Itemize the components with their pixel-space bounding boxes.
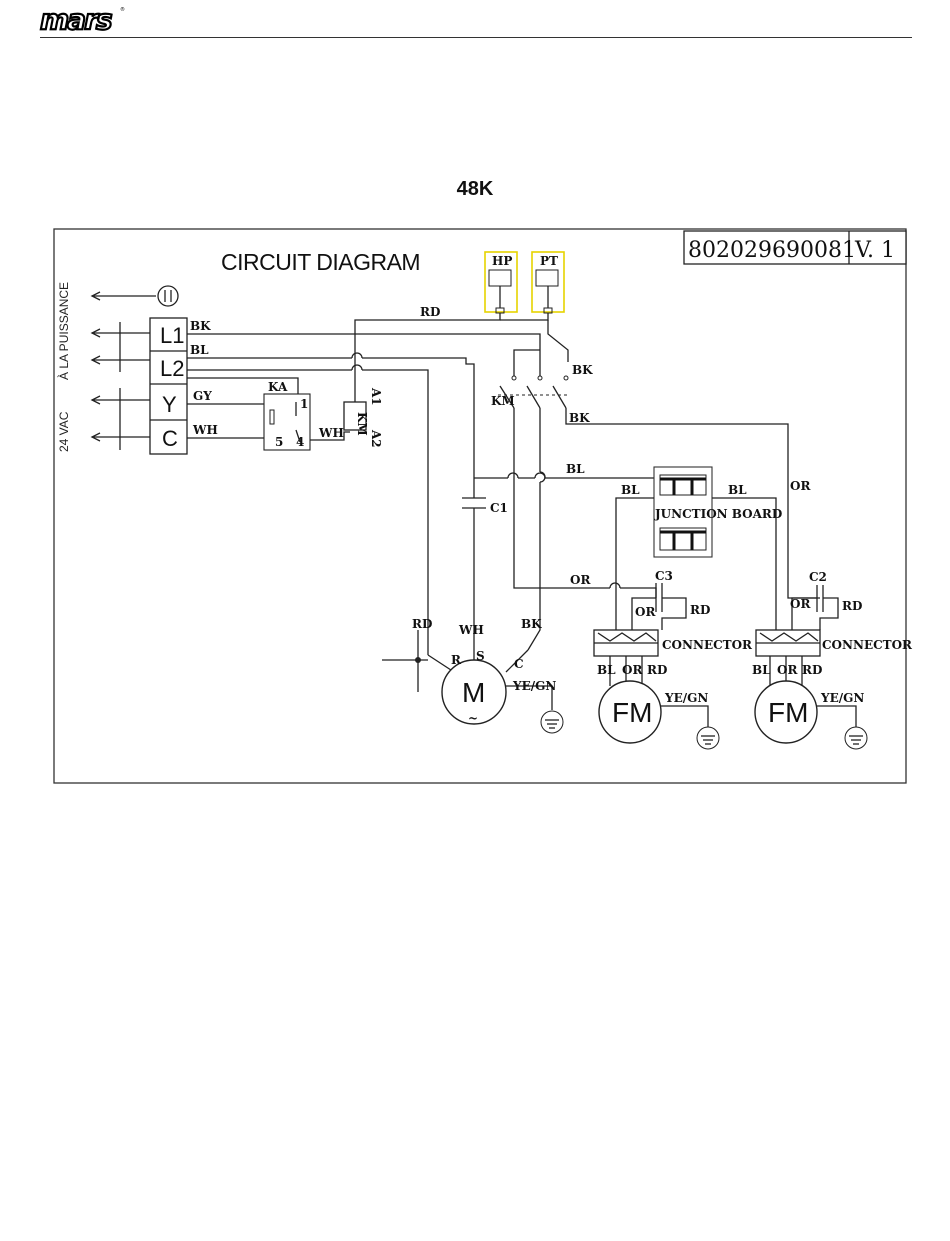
wire-m-wh: WH: [458, 623, 484, 637]
version-label: V. 1: [854, 238, 895, 263]
wire-m-rd: RD: [412, 617, 432, 631]
wire-c2-rd: RD: [842, 599, 862, 613]
wire-jb-bl-right: BL: [728, 483, 747, 497]
connector-2: CONNECTOR: [756, 630, 913, 656]
wire-fm1-or: OR: [622, 663, 643, 677]
connector-1: CONNECTOR: [594, 630, 753, 656]
contactor-coil-km: KM A1 A2: [344, 387, 383, 448]
wire-bus-bl: BL: [566, 462, 585, 476]
svg-text:PT: PT: [540, 254, 558, 268]
wire-km-bk-out: BK: [569, 411, 590, 425]
svg-text:~: ~: [468, 711, 478, 725]
wire-c3-rd: RD: [690, 603, 710, 617]
capacitor-c3: C3: [632, 569, 686, 630]
wire-m-bk: BK: [521, 617, 542, 631]
ground-arrow: [92, 286, 178, 306]
wire-y-gy: GY: [193, 389, 212, 403]
ground-symbol-compressor: [541, 711, 563, 733]
pressure-temp-switch: PT: [532, 252, 564, 313]
terminal-c: C: [162, 426, 178, 451]
wire-c3-or: OR: [635, 605, 656, 619]
svg-text:HP: HP: [492, 254, 512, 268]
wire-fm1-yegn: YE/GN: [664, 691, 708, 705]
diagram-title: CIRCUIT DIAGRAM: [221, 249, 420, 275]
svg-text:C3: C3: [655, 569, 673, 583]
wire-or-right: OR: [790, 479, 811, 493]
wire-fm2-rd: RD: [802, 663, 822, 677]
terminal-l2: L2: [160, 356, 184, 381]
ground-symbol-fan-1: [697, 727, 719, 749]
terminal-y: Y: [162, 392, 177, 417]
svg-text:C2: C2: [809, 570, 827, 584]
high-pressure-switch: HP: [485, 252, 517, 313]
wire-fm2-bl: BL: [752, 663, 771, 677]
svg-text:S: S: [476, 649, 485, 663]
wire-l1-bk: BK: [190, 319, 211, 333]
terminal-arrows: [92, 322, 150, 450]
wire-m-yegn: YE/GN: [512, 679, 556, 693]
wire-fm2-or: OR: [777, 663, 798, 677]
svg-text:FM: FM: [612, 697, 652, 728]
wire-km-bk-top: BK: [572, 363, 593, 377]
compressor-motor: M ~ R S C: [382, 630, 552, 725]
part-number: 802029690081: [688, 238, 856, 263]
svg-text:C1: C1: [490, 501, 508, 515]
wire-jb-bl-left: BL: [621, 483, 640, 497]
wire-or-mid: OR: [570, 573, 591, 587]
terminal-l1: L1: [160, 323, 184, 348]
svg-text:R: R: [451, 653, 462, 667]
svg-text:FM: FM: [768, 697, 808, 728]
wire-c-wh: WH: [192, 423, 218, 437]
wire-fm1-bl: BL: [597, 663, 616, 677]
svg-text:1: 1: [300, 397, 308, 411]
svg-text:JUNCTION BOARD: JUNCTION BOARD: [654, 507, 782, 521]
relay-ka-label: KA: [268, 380, 288, 394]
svg-text:A1: A1: [369, 387, 383, 406]
wire-fm2-yegn: YE/GN: [820, 691, 864, 705]
power-side-label: À LA PUISSANCE: [56, 282, 71, 380]
capacitor-c1: C1: [462, 498, 508, 636]
wire-coil-wh: WH: [318, 426, 344, 440]
junction-board: JUNCTION BOARD: [654, 467, 782, 557]
terminal-block: L1 L2 Y C: [150, 318, 187, 454]
contactor-km: KM: [491, 350, 570, 408]
wire-top-rd: RD: [420, 305, 440, 319]
svg-text:5: 5: [275, 435, 283, 449]
svg-text:KM: KM: [355, 412, 369, 436]
control-side-label: 24 VAC: [57, 411, 71, 452]
wire-fm1-rd: RD: [647, 663, 667, 677]
wire-c2-or: OR: [790, 597, 811, 611]
svg-text:CONNECTOR: CONNECTOR: [822, 638, 913, 652]
svg-text:4: 4: [296, 435, 304, 449]
relay-ka: KA 1 4 5: [264, 380, 310, 450]
contactor-label: KM: [491, 394, 515, 408]
wire-l2-bl: BL: [190, 343, 209, 357]
svg-text:M: M: [462, 677, 485, 708]
svg-text:CONNECTOR: CONNECTOR: [662, 638, 753, 652]
svg-text:A2: A2: [369, 429, 383, 448]
svg-text:C: C: [514, 657, 524, 671]
ground-symbol-fan-2: [845, 727, 867, 749]
